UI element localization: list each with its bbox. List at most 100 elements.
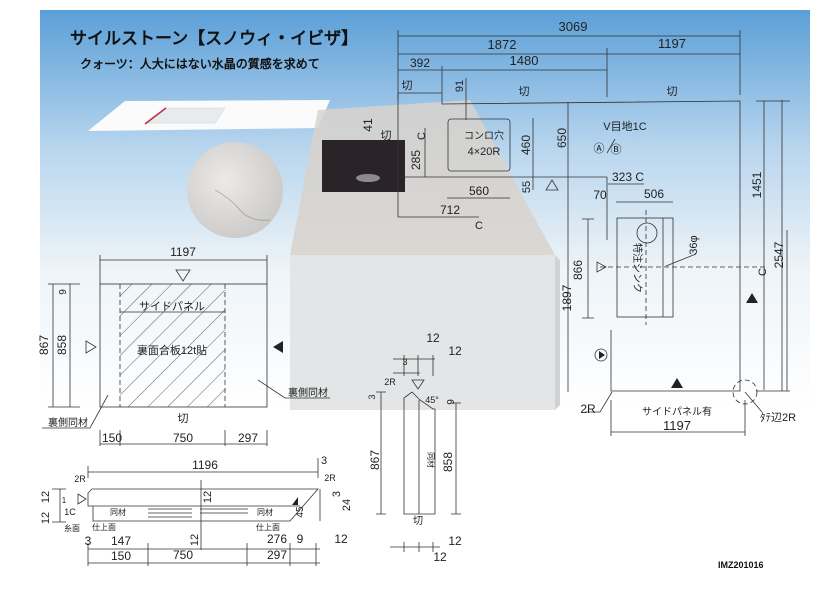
right-run-label: 1197 (658, 36, 686, 51)
d55-label: 55 (521, 181, 533, 193)
angle-label: 45 (295, 506, 306, 518)
d12-bottom-a-label: 12 (448, 534, 462, 548)
triangle-marker-left (85, 340, 97, 354)
drain-render (356, 174, 380, 182)
d858-label: 858 (55, 335, 69, 355)
d9-label: 9 (297, 532, 304, 546)
island-front-render (290, 255, 555, 410)
cut-mark-label: 切 (381, 129, 392, 142)
triangle-marker-section-left (77, 493, 87, 505)
d3-label: 3 (85, 534, 92, 548)
stone-vein (214, 189, 271, 221)
side-panel-view (42, 255, 330, 446)
end-section-view (376, 355, 461, 552)
d3-label: 3 (402, 357, 407, 367)
mark-a-label: Ⓐ (594, 142, 605, 155)
d750-label: 750 (173, 431, 193, 445)
d91-label: 91 (454, 80, 466, 92)
cut-mark-label: 切 (667, 85, 678, 98)
d2547-label: 2547 (772, 241, 786, 268)
d36-label: 36φ (688, 235, 700, 254)
d1451-label: 1451 (750, 171, 764, 198)
offset-label: 392 (410, 56, 430, 70)
d70-label: 70 (593, 188, 607, 202)
island-side-render (555, 255, 560, 410)
side-panel-label: サイドパネル有 (642, 405, 712, 418)
d3-right-label: 3 (331, 491, 343, 497)
d41-label: 41 (361, 118, 375, 132)
same-right-label: 同材 (257, 507, 273, 517)
c-label: C (416, 132, 428, 140)
backing-label: 裏面合板12t貼 (137, 343, 207, 357)
d150-label: 150 (102, 431, 122, 445)
finish-right-label: 仕上面 (256, 522, 280, 532)
d24-label: 24 (341, 499, 353, 511)
d712-label: 712 (440, 203, 460, 217)
r2-left-label: 2R (74, 474, 86, 484)
cut-mark-label: 切 (178, 412, 189, 425)
triangle-marker-right (596, 261, 607, 273)
mark-b-label: Ⓑ (611, 143, 622, 156)
finish-left-label: 仕上面 (92, 522, 116, 532)
bottom-1197-label: 1197 (663, 418, 691, 433)
triangle-marker-right-filled (273, 341, 283, 353)
page-subtitle: クォーツ：人大にはない水晶の質感を求めて (80, 57, 320, 71)
triangle-marker-section-right (292, 497, 298, 505)
d460-label: 460 (519, 135, 533, 155)
d12a-label: 12 (40, 491, 52, 503)
slab-edge-mark (144, 107, 167, 125)
d276-label: 276 (267, 532, 287, 546)
d867-label: 867 (368, 450, 382, 470)
sink-label-label: 特注シンク (631, 243, 644, 293)
d147-label: 147 (111, 534, 131, 548)
c1-label: 1C (64, 507, 76, 517)
page-title: サイルストーン【スノウィ・イビザ】 (70, 29, 359, 49)
same-left-label: 同材 (110, 507, 126, 517)
hob-label-label: コンロ穴 (464, 129, 504, 142)
d858-label: 858 (441, 452, 455, 472)
d2r-label: 2R (580, 402, 596, 416)
d3-left-label: 3 (367, 394, 377, 399)
d1897-label: 1897 (560, 284, 574, 311)
triangle-marker-bottom (671, 378, 683, 388)
width-label: 1196 (192, 458, 218, 472)
d866-label: 866 (571, 260, 585, 280)
triangle-marker-end (411, 379, 425, 390)
same-material-left-label: 裏側同材 (48, 416, 88, 429)
d12-mid-label: 12 (202, 491, 214, 503)
c-label: C (475, 220, 483, 232)
d323c-label: 323 C (612, 170, 644, 184)
cut-mark-label: 切 (519, 85, 530, 98)
r2-right-label: 2R (324, 473, 336, 483)
hob-spec-label: 4×20R (468, 146, 501, 158)
d506-label: 506 (644, 187, 664, 201)
d9-label: 9 (446, 399, 457, 405)
d297-label: 297 (238, 431, 258, 445)
width-label: 1197 (170, 245, 196, 259)
plan-view (397, 30, 790, 436)
sink-render (322, 140, 405, 192)
d12-bottom-b-label: 12 (433, 550, 447, 564)
same-label: 同材 (426, 452, 436, 468)
d12-right-label: 12 (334, 532, 348, 546)
panel-label-label: サイドパネル (139, 300, 205, 313)
r2-label: 2R (384, 377, 396, 387)
triangle-marker-open (545, 179, 559, 191)
angle-label: 45° (425, 395, 439, 405)
d650-label: 650 (555, 128, 569, 148)
corner-2r-label: ﾀﾃ辺2R (760, 411, 796, 424)
d560-label: 560 (469, 184, 489, 198)
circled-triangle-marker (599, 351, 605, 359)
joint-label: V目地1C (603, 120, 646, 133)
d150-label: 150 (111, 549, 131, 563)
d12b-label: 12 (40, 512, 52, 524)
hob-run-label: 1480 (510, 53, 539, 68)
left-run-label: 1872 (488, 37, 517, 52)
d1-label: 1 (62, 496, 67, 505)
d297-label: 297 (267, 548, 287, 562)
d750-label: 750 (173, 548, 193, 562)
triangle-marker-filled (746, 293, 758, 303)
island-top-render (290, 100, 555, 255)
